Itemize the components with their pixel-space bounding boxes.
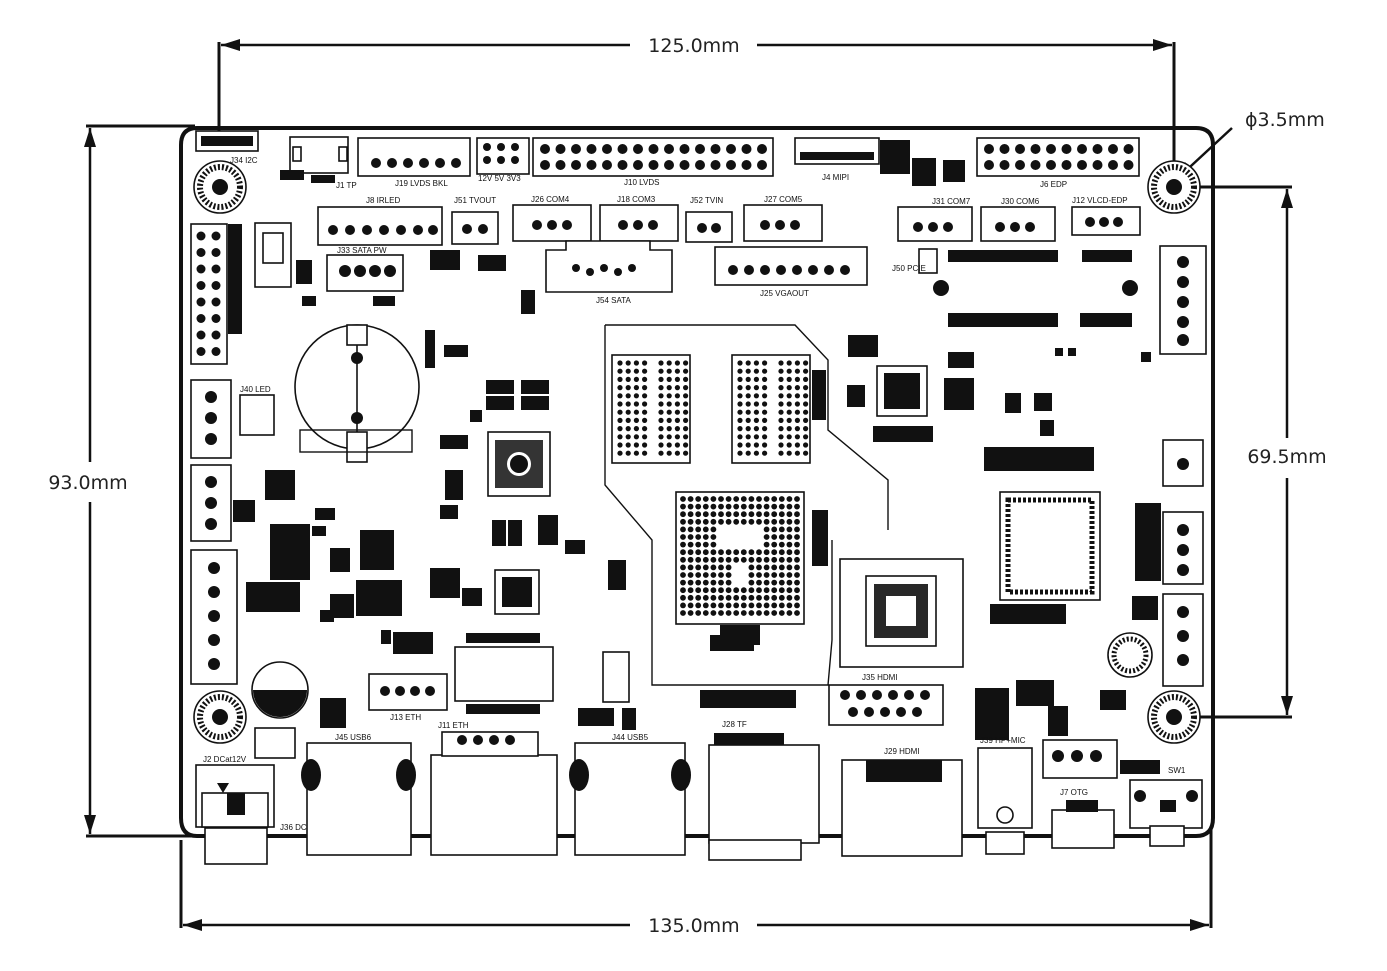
- dim-right-label: 69.5mm: [1247, 446, 1326, 468]
- label-j8: J8 IRLED: [366, 196, 400, 205]
- mid-lower-headers: J13 ETH J35 HDMI: [368, 633, 1118, 779]
- label-j19: J19 LVDS BKL: [395, 179, 448, 188]
- label-j12: J12 VLCD-EDP: [1072, 196, 1128, 205]
- label-j28: J28 TF: [722, 720, 747, 729]
- label-j18: J18 COM3: [617, 195, 656, 204]
- electrolytic-capacitor: [251, 661, 309, 719]
- small-components: [233, 140, 1161, 774]
- label-j2: J2 DCat12V: [203, 755, 247, 764]
- label-j34: J34 I2C: [230, 156, 258, 165]
- dimension-bottom: 135.0mm: [179, 828, 1213, 937]
- label-j31: J31 COM7: [932, 197, 971, 206]
- label-j29: J29 HDMI: [884, 747, 920, 756]
- label-j3v: 12V 5V 3V3: [478, 174, 521, 183]
- left-headers: J40 LED: [190, 222, 292, 685]
- label-j50: J50 PCIE: [892, 264, 926, 273]
- sata-vga-area: J33 SATA PW J54 SATA J25 VGAOUT J50 PCIE: [326, 240, 1138, 327]
- cpu-ram-area: [487, 324, 928, 686]
- label-j44: J44 USB5: [612, 733, 649, 742]
- dim-hole-label: ϕ3.5mm: [1245, 109, 1325, 131]
- label-j54: J54 SATA: [596, 296, 631, 305]
- label-j25: J25 VGAOUT: [760, 289, 809, 298]
- dimension-left: 93.0mm: [48, 124, 195, 838]
- label-j13: J13 ETH: [390, 713, 421, 722]
- label-j4: J4 MIPI: [822, 173, 849, 182]
- mounting-holes: [193, 160, 1201, 744]
- dim-bottom-label: 135.0mm: [648, 915, 739, 937]
- label-j45: J45 USB6: [335, 733, 372, 742]
- right-modules: [839, 245, 1207, 687]
- label-j11: J11 ETH: [438, 721, 469, 730]
- board-outline: [179, 126, 1215, 838]
- label-sw1: SW1: [1168, 766, 1186, 775]
- label-j10: J10 LVDS: [624, 178, 659, 187]
- label-j52: J52 TVIN: [690, 196, 723, 205]
- second-row-connectors: J8 IRLED J51 TVOUT J26 COM4 J18 COM3 J52…: [317, 195, 1141, 246]
- mounting-hole-top-right: [1147, 160, 1201, 214]
- label-j33: J33 SATA PW: [337, 246, 387, 255]
- dim-left-label: 93.0mm: [48, 472, 127, 494]
- mounting-hole-bottom-right: [1147, 690, 1201, 744]
- dimension-top: 125.0mm: [217, 35, 1176, 165]
- label-j1: J1 TP: [336, 181, 357, 190]
- dim-top-label: 125.0mm: [648, 35, 739, 57]
- label-j7: J7 OTG: [1060, 788, 1088, 797]
- mounting-hole-mid-right: [1107, 632, 1153, 678]
- label-j6: J6 EDP: [1040, 180, 1067, 189]
- label-j36: J36 DC-12V: [280, 823, 324, 832]
- bottom-connectors: J2 DCat12V J36 DC-12V J45 USB6 J11 ETH J…: [195, 720, 1203, 865]
- label-j39: J39 HP+MIC: [980, 736, 1026, 745]
- label-j35: J35 HDMI: [862, 673, 898, 682]
- top-connectors: J34 I2C J1 TP J19 LVDS BKL 12V 5V 3V3 J1…: [195, 130, 1140, 190]
- label-j30: J30 COM6: [1001, 197, 1040, 206]
- mounting-hole-bottom-left: [193, 690, 247, 744]
- dimension-hole: ϕ3.5mm: [1177, 109, 1325, 179]
- label-j27: J27 COM5: [764, 195, 803, 204]
- label-j26: J26 COM4: [531, 195, 570, 204]
- dimension-right: 69.5mm: [1174, 185, 1327, 719]
- label-j51: J51 TVOUT: [454, 196, 496, 205]
- label-j40: J40 LED: [240, 385, 271, 394]
- rtc-battery: [294, 324, 420, 463]
- mounting-hole-top-left: [193, 160, 247, 214]
